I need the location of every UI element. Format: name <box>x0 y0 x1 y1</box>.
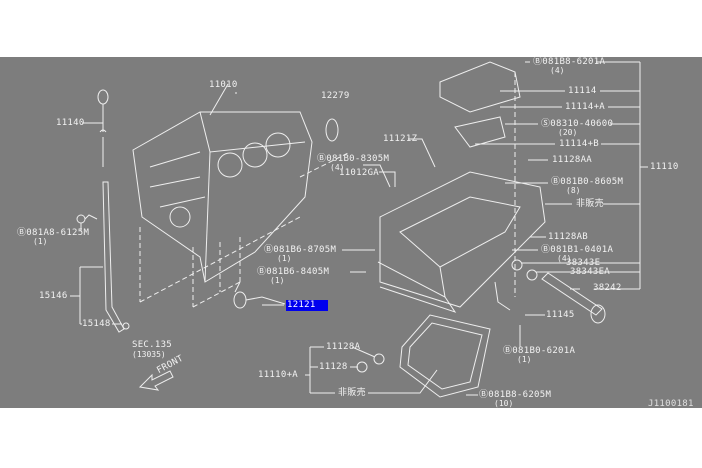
part-label: 15146 <box>39 291 68 301</box>
diagram-line-art <box>70 61 648 398</box>
part-label: Ⓑ081B6-8705M <box>264 245 337 255</box>
part-label: Ⓢ08310-40600 <box>541 119 614 129</box>
part-label: 11114 <box>568 86 597 96</box>
strainer-tube-38242 <box>541 272 606 324</box>
part-label: 11121Z <box>383 134 418 144</box>
part-label: Ⓑ081B0-6201A <box>503 346 576 356</box>
quantity: (4) <box>557 254 572 263</box>
section-ref-code: (13035) <box>132 350 166 359</box>
part-label: 11128AA <box>552 155 593 165</box>
quantity: (1) <box>277 254 292 263</box>
quantity: (10) <box>494 399 514 408</box>
part-label: Ⓑ081B6-8405M <box>257 267 330 277</box>
dipstick-11140 <box>97 89 109 167</box>
not-sold-label: 非販売 <box>576 199 604 209</box>
parts-diagram: 11010 12279 11140 Ⓑ081A8-6125M (1) 15146… <box>0 57 702 409</box>
baffle-11114 <box>439 61 521 148</box>
part-label: 11010 <box>209 80 238 90</box>
o-ring-38343EA <box>526 269 538 281</box>
diagram-code: J1100181 <box>648 399 694 409</box>
part-label: 11110 <box>650 162 679 172</box>
tube-11145 <box>494 281 511 311</box>
part-label: Ⓑ081B1-0401A <box>541 245 614 255</box>
part-label: 11128A <box>326 342 361 352</box>
sensor-12121 <box>233 291 247 309</box>
part-label: 38343EA <box>570 267 611 277</box>
quantity: (4) <box>330 163 345 172</box>
quantity: (1) <box>270 276 285 285</box>
part-label: 38242 <box>593 283 622 293</box>
quantity: (20) <box>558 128 578 137</box>
part-label: 11140 <box>56 118 85 128</box>
part-label: 11145 <box>546 310 575 320</box>
part-label: 38343E <box>566 258 601 268</box>
seal-12279 <box>325 118 339 142</box>
part-label: 11110+A <box>258 370 299 380</box>
part-label: 11114+B <box>559 139 600 149</box>
part-label: 11114+A <box>565 102 606 112</box>
quantity: (1) <box>33 237 48 246</box>
quantity: (1) <box>517 355 532 364</box>
part-label: Ⓑ081B0-8305M <box>317 154 390 164</box>
quantity: (4) <box>550 66 565 75</box>
cylinder-block-11010 <box>132 111 313 283</box>
part-label: 15148 <box>82 319 111 329</box>
part-label: 11012GA <box>339 168 380 178</box>
part-label: 12279 <box>321 91 350 101</box>
part-label: Ⓑ081B8-6205M <box>479 390 552 400</box>
leader-lines <box>70 61 648 396</box>
section-ref[interactable]: SEC.135 <box>132 340 173 350</box>
dashed-guides <box>139 72 516 308</box>
front-arrow-icon <box>138 370 174 391</box>
guide-tube-15146 <box>102 181 130 333</box>
oil-pan-upper-11110 <box>377 171 546 313</box>
part-label: Ⓑ081A8-6125M <box>17 228 90 238</box>
part-label: 11128AB <box>548 232 589 242</box>
part-label: Ⓑ081B8-6201A <box>533 57 606 67</box>
part-label: 11128 <box>319 362 348 372</box>
oil-pan-lower <box>399 314 491 398</box>
highlighted-part-12121[interactable]: 12121 <box>286 300 328 311</box>
quantity: (8) <box>566 186 581 195</box>
part-label: Ⓑ081B0-8605M <box>551 177 624 187</box>
not-sold-label: 非販売 <box>338 388 366 398</box>
o-ring-38343E <box>511 259 523 271</box>
